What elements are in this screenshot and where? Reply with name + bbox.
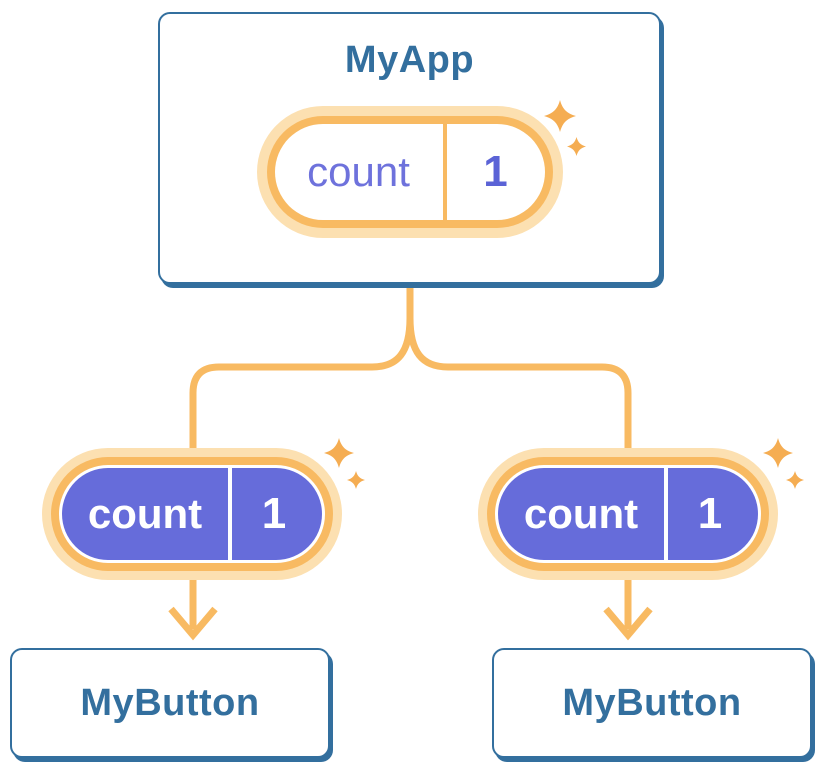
root-state-value: 1 <box>483 147 508 196</box>
child-state-pill-divider <box>228 468 232 560</box>
connector-branch-right <box>406 317 632 629</box>
child-state-pill-left: count 1 <box>42 448 342 580</box>
child-state-value: 1 <box>261 489 287 538</box>
child-state-pill-right-ring: count 1 <box>487 457 769 571</box>
sparkle-icon <box>324 438 354 468</box>
root-component-card: MyApp count 1 <box>158 12 661 284</box>
sparkle-icon-small <box>786 471 804 489</box>
arrowhead-right <box>603 606 653 641</box>
child-state-pill-divider <box>664 468 668 560</box>
child-state-pill-right: count 1 <box>478 448 778 580</box>
root-state-pill-body: count 1 <box>274 124 545 220</box>
sparkle-icon <box>763 438 793 468</box>
root-state-pill-divider <box>442 124 447 220</box>
child-component-card-right: MyButton <box>492 648 812 758</box>
root-state-pill-ring: count 1 <box>266 116 553 228</box>
child-component-title: MyButton <box>80 682 260 724</box>
child-state-pill-left-body: count 1 <box>62 468 322 560</box>
child-component-title: MyButton <box>562 682 742 724</box>
root-state-name: count <box>307 148 410 195</box>
arrowhead-left <box>168 606 218 641</box>
child-state-name: count <box>523 490 639 537</box>
child-state-pill-right-body: count 1 <box>498 468 758 560</box>
child-state-value: 1 <box>697 489 723 538</box>
child-state-pill-left-gap: count 1 <box>59 465 325 563</box>
child-state-pill-right-gap: count 1 <box>495 465 761 563</box>
child-state-name: count <box>87 490 203 537</box>
root-state-pill: count 1 <box>256 106 563 238</box>
child-state-pill-left-ring: count 1 <box>51 457 333 571</box>
child-component-card-left: MyButton <box>10 648 330 758</box>
sparkle-icon <box>544 100 576 132</box>
sparkle-icon-small <box>347 471 365 489</box>
connector-branch-left <box>189 317 414 629</box>
sparkle-icon-small <box>567 137 586 156</box>
root-component-title: MyApp <box>344 39 475 81</box>
